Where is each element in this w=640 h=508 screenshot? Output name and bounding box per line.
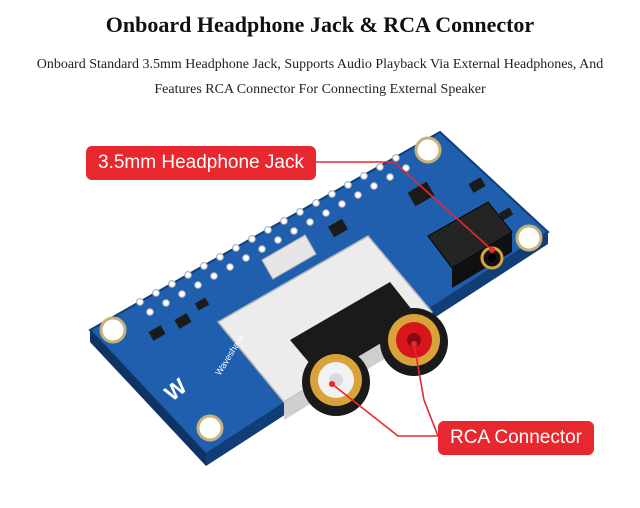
subtitle-line-1: Onboard Standard 3.5mm Headphone Jack, S… [36, 57, 604, 72]
leader-lines [286, 161, 493, 437]
leader-dots [329, 247, 495, 387]
rca-connector-callout: RCA Connector [438, 421, 595, 455]
subtitle-line-2: Features RCA Connector For Connecting Ex… [154, 82, 486, 97]
headphone-jack [427, 201, 513, 288]
gpio-holes [136, 154, 410, 316]
rca-connector-white [302, 348, 370, 416]
smd-components [148, 177, 514, 341]
headphone-jack-callout: 3.5mm Headphone Jack [86, 146, 316, 180]
mounting-holes [99, 136, 543, 442]
jst-connector [261, 234, 317, 280]
page-title: Onboard Headphone Jack & RCA Connector [105, 12, 535, 37]
